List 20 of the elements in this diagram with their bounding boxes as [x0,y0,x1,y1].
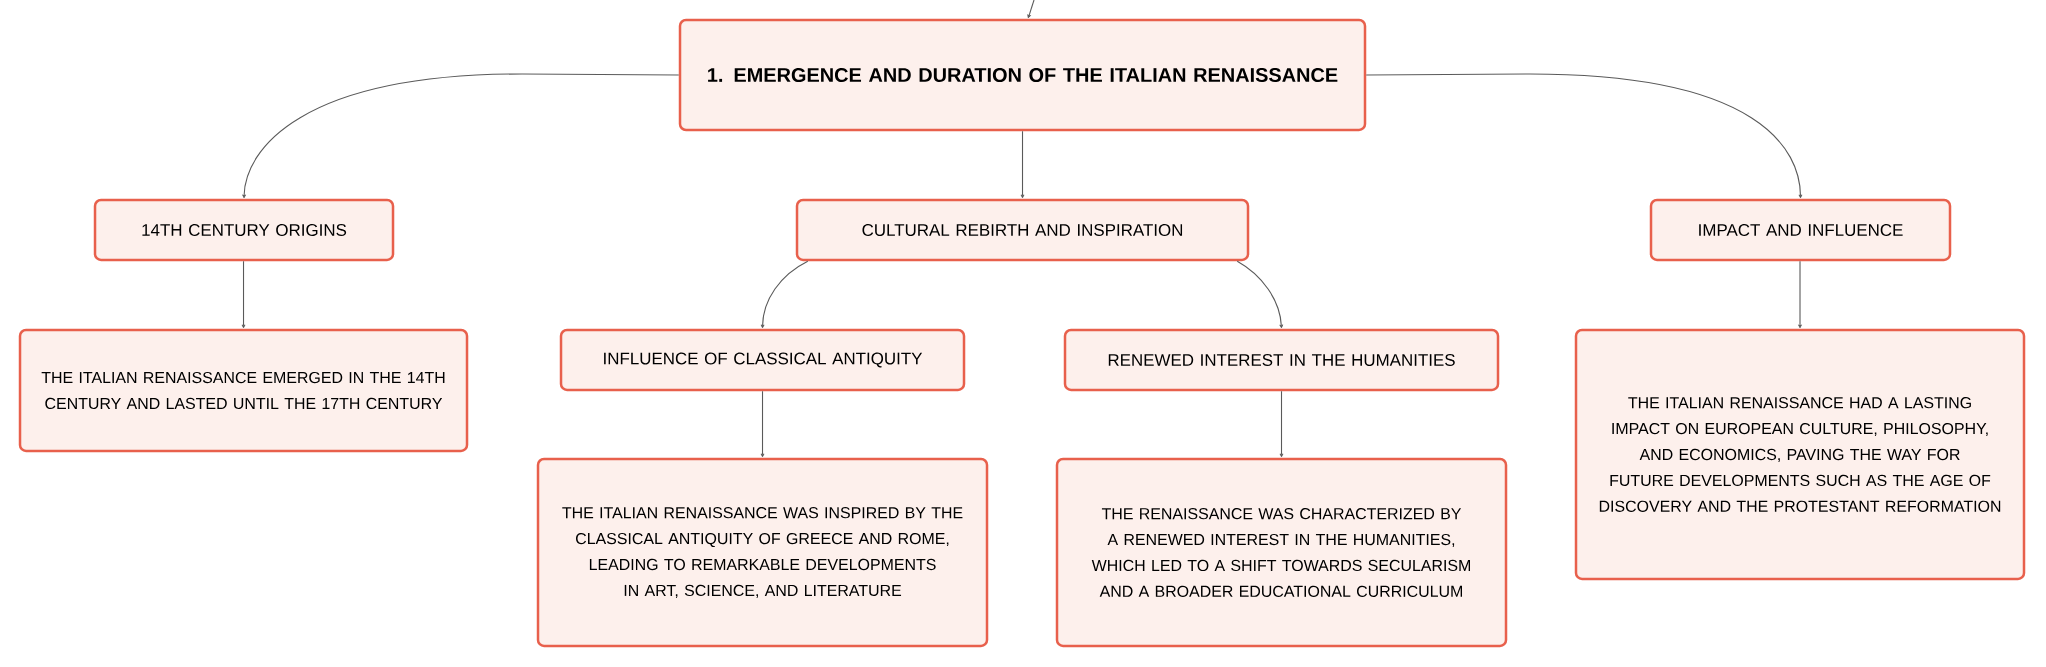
description-box: THE ITALIAN RENAISSANCE HAD A LASTING IMPACT ON EUROPEAN CULTURE, PHILOSOPHY, AND ECONOMICS, PAVING THE WAY FOR FUTURE DEVELOPMENTS SUCH AS THE AGE OF DISCOVERY AND THE PROTESTANT REFORMATION [1574,328,2026,581]
connector-arrow [760,260,809,329]
subtopic-box: IMPACT AND INFLUENCE [1649,198,1952,262]
subtopic-box: 14TH CENTURY ORIGINS [93,198,395,262]
description-box: THE ITALIAN RENAISSANCE EMERGED IN THE 14TH CENTURY AND LASTED UNTIL THE 17TH CENTURY [18,328,469,453]
connector-arrow [241,260,246,329]
description-box: THE RENAISSANCE WAS CHARACTERIZED BY A RENEWED INTEREST IN THE HUMANITIES, WHICH LED TO A SHIFT TOWARDS SECULARISM AND A BROADER EDUCATIONAL CURRICULUM [1055,457,1508,648]
description-box: THE ITALIAN RENAISSANCE WAS INSPIRED BY THE CLASSICAL ANTIQUITY OF GREECE AND ROME, LEADING TO REMARKABLE DEVELOPMENTS IN ART, SCIENCE, AND LITERATURE [536,457,989,648]
subtopic-box: CULTURAL REBIRTH AND INSPIRATION [795,198,1250,262]
connector-arrow [1279,390,1284,458]
connector-arrow [242,73,680,199]
connector-arrow [1020,130,1025,199]
subtopic-box: INFLUENCE OF CLASSICAL ANTIQUITY [559,328,966,392]
connector-arrow [1027,0,1035,19]
connector-arrow [760,390,765,458]
connector-arrow [1798,260,1802,329]
connector-arrow [1365,73,1803,199]
subtopic-box: RENEWED INTEREST IN THE HUMANITIES [1063,328,1500,392]
topic-box: 1. EMERGENCE AND DURATION OF THE ITALIAN RENAISSANCE [678,18,1367,132]
connector-arrow [1236,260,1284,329]
